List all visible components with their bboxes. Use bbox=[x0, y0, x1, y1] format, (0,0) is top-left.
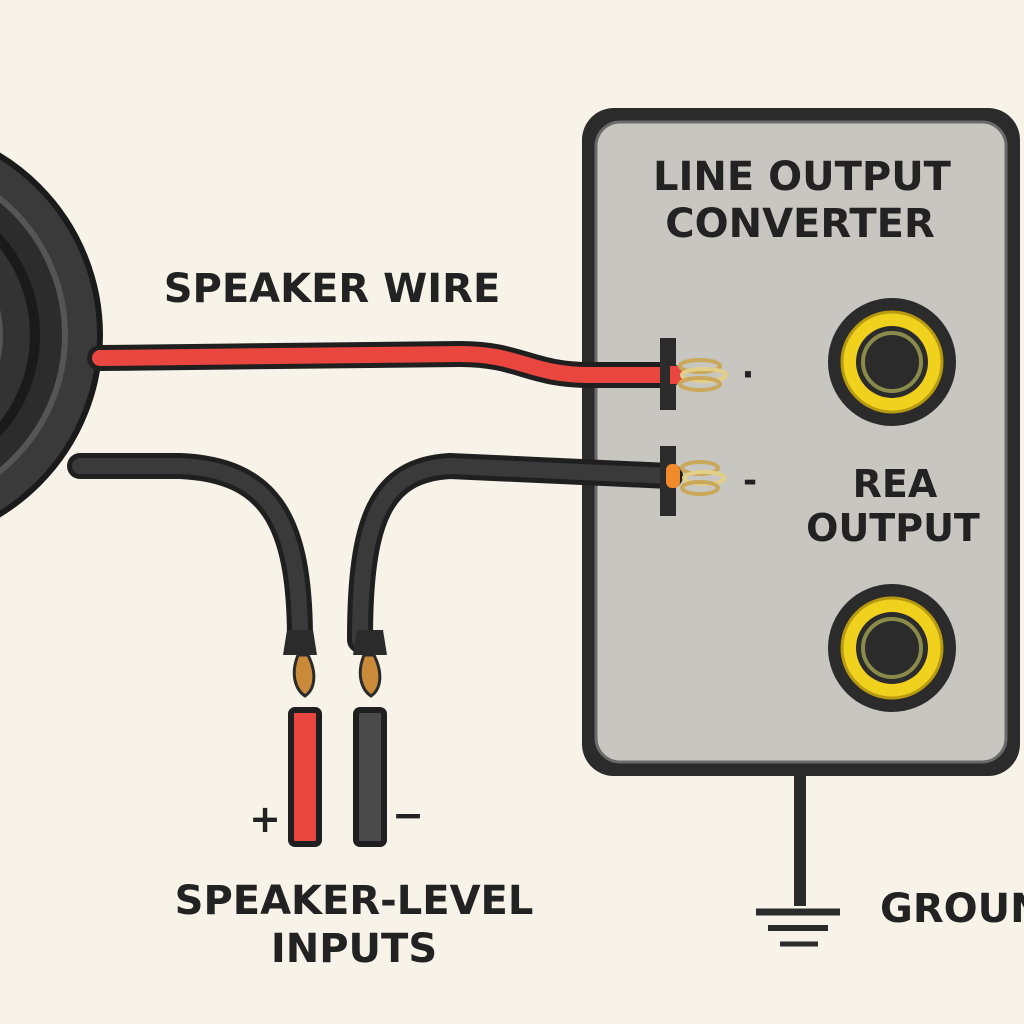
terminal-top-mark: · bbox=[742, 355, 755, 395]
speaker-icon bbox=[0, 152, 103, 518]
black-input-wire bbox=[347, 452, 683, 653]
converter-title-line1: LINE OUTPUT bbox=[653, 154, 952, 200]
inputs-label-line2: INPUTS bbox=[271, 926, 437, 972]
terminal-bottom bbox=[660, 446, 726, 516]
minus-sign: − bbox=[392, 793, 424, 837]
ground-label: GROUN bbox=[880, 886, 1024, 932]
rca-label-line2: OUTPUT bbox=[806, 506, 980, 550]
speaker-wire-label: SPEAKER WIRE bbox=[164, 266, 501, 312]
inputs-label-line1: SPEAKER-LEVEL bbox=[175, 878, 534, 924]
rca-jack-bottom-icon bbox=[828, 584, 956, 712]
negative-lead bbox=[353, 630, 387, 847]
terminal-top bbox=[660, 338, 728, 410]
converter-title-line2: CONVERTER bbox=[665, 201, 935, 247]
rca-jack-top-icon bbox=[828, 298, 956, 426]
plus-sign: + bbox=[249, 797, 281, 841]
positive-lead bbox=[283, 630, 322, 847]
rca-label-line1: REA bbox=[853, 462, 938, 506]
terminal-bottom-mark: - bbox=[743, 461, 757, 501]
speaker-negative-wire bbox=[67, 453, 313, 653]
red-speaker-wire bbox=[87, 340, 681, 388]
ground-icon bbox=[756, 776, 840, 947]
